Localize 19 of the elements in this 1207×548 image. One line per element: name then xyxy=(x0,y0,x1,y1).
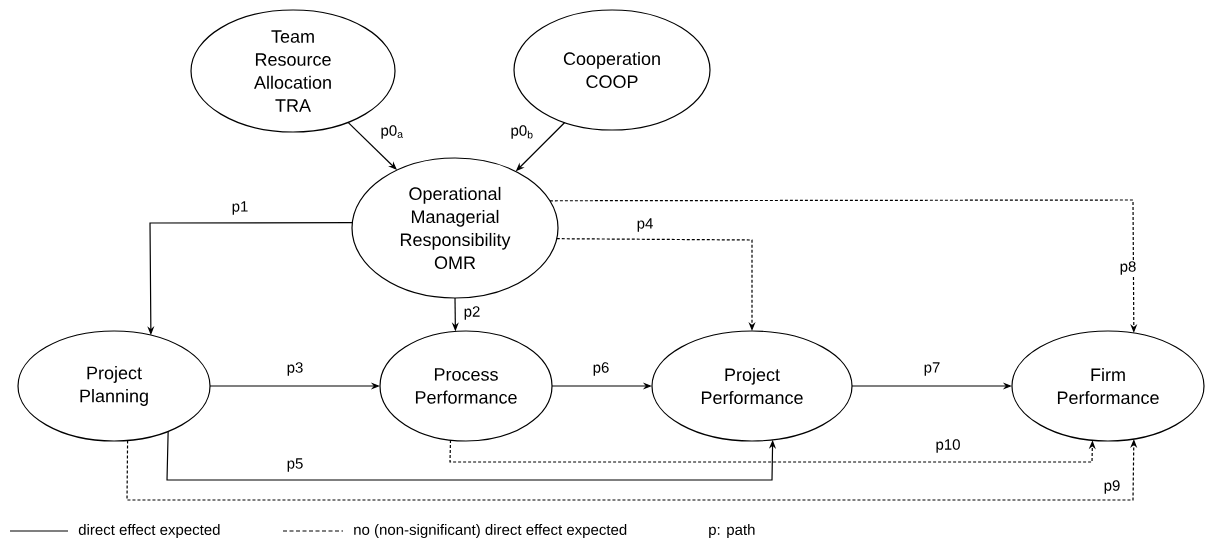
edge-label: p6 xyxy=(591,361,611,377)
ellipse-node: Project Planning xyxy=(17,330,211,442)
edge-label: p7 xyxy=(922,361,942,377)
ellipse-node: Process Performance xyxy=(379,330,553,442)
note-text: p: path xyxy=(709,524,755,538)
edge-label: p2 xyxy=(462,305,482,321)
legend-text: no (non-significant) direct effect expected xyxy=(354,524,627,538)
ellipse-node: Firm Performance xyxy=(1011,330,1205,442)
edge-label: p3 xyxy=(285,361,305,377)
edge-label: p8 xyxy=(1118,260,1138,276)
arrow xyxy=(449,439,1096,463)
legend-text: direct effect expected xyxy=(78,524,220,538)
edge-label: p9 xyxy=(1102,479,1122,495)
edge-label: p10 xyxy=(934,438,962,454)
edge-label: p4 xyxy=(635,217,655,233)
edge-label: p5 xyxy=(285,457,305,473)
ellipse-node: Project Performance xyxy=(651,330,853,442)
ellipse-node: Operational Managerial Responsibility OMR xyxy=(351,157,559,299)
edge-label: p1 xyxy=(230,200,250,216)
